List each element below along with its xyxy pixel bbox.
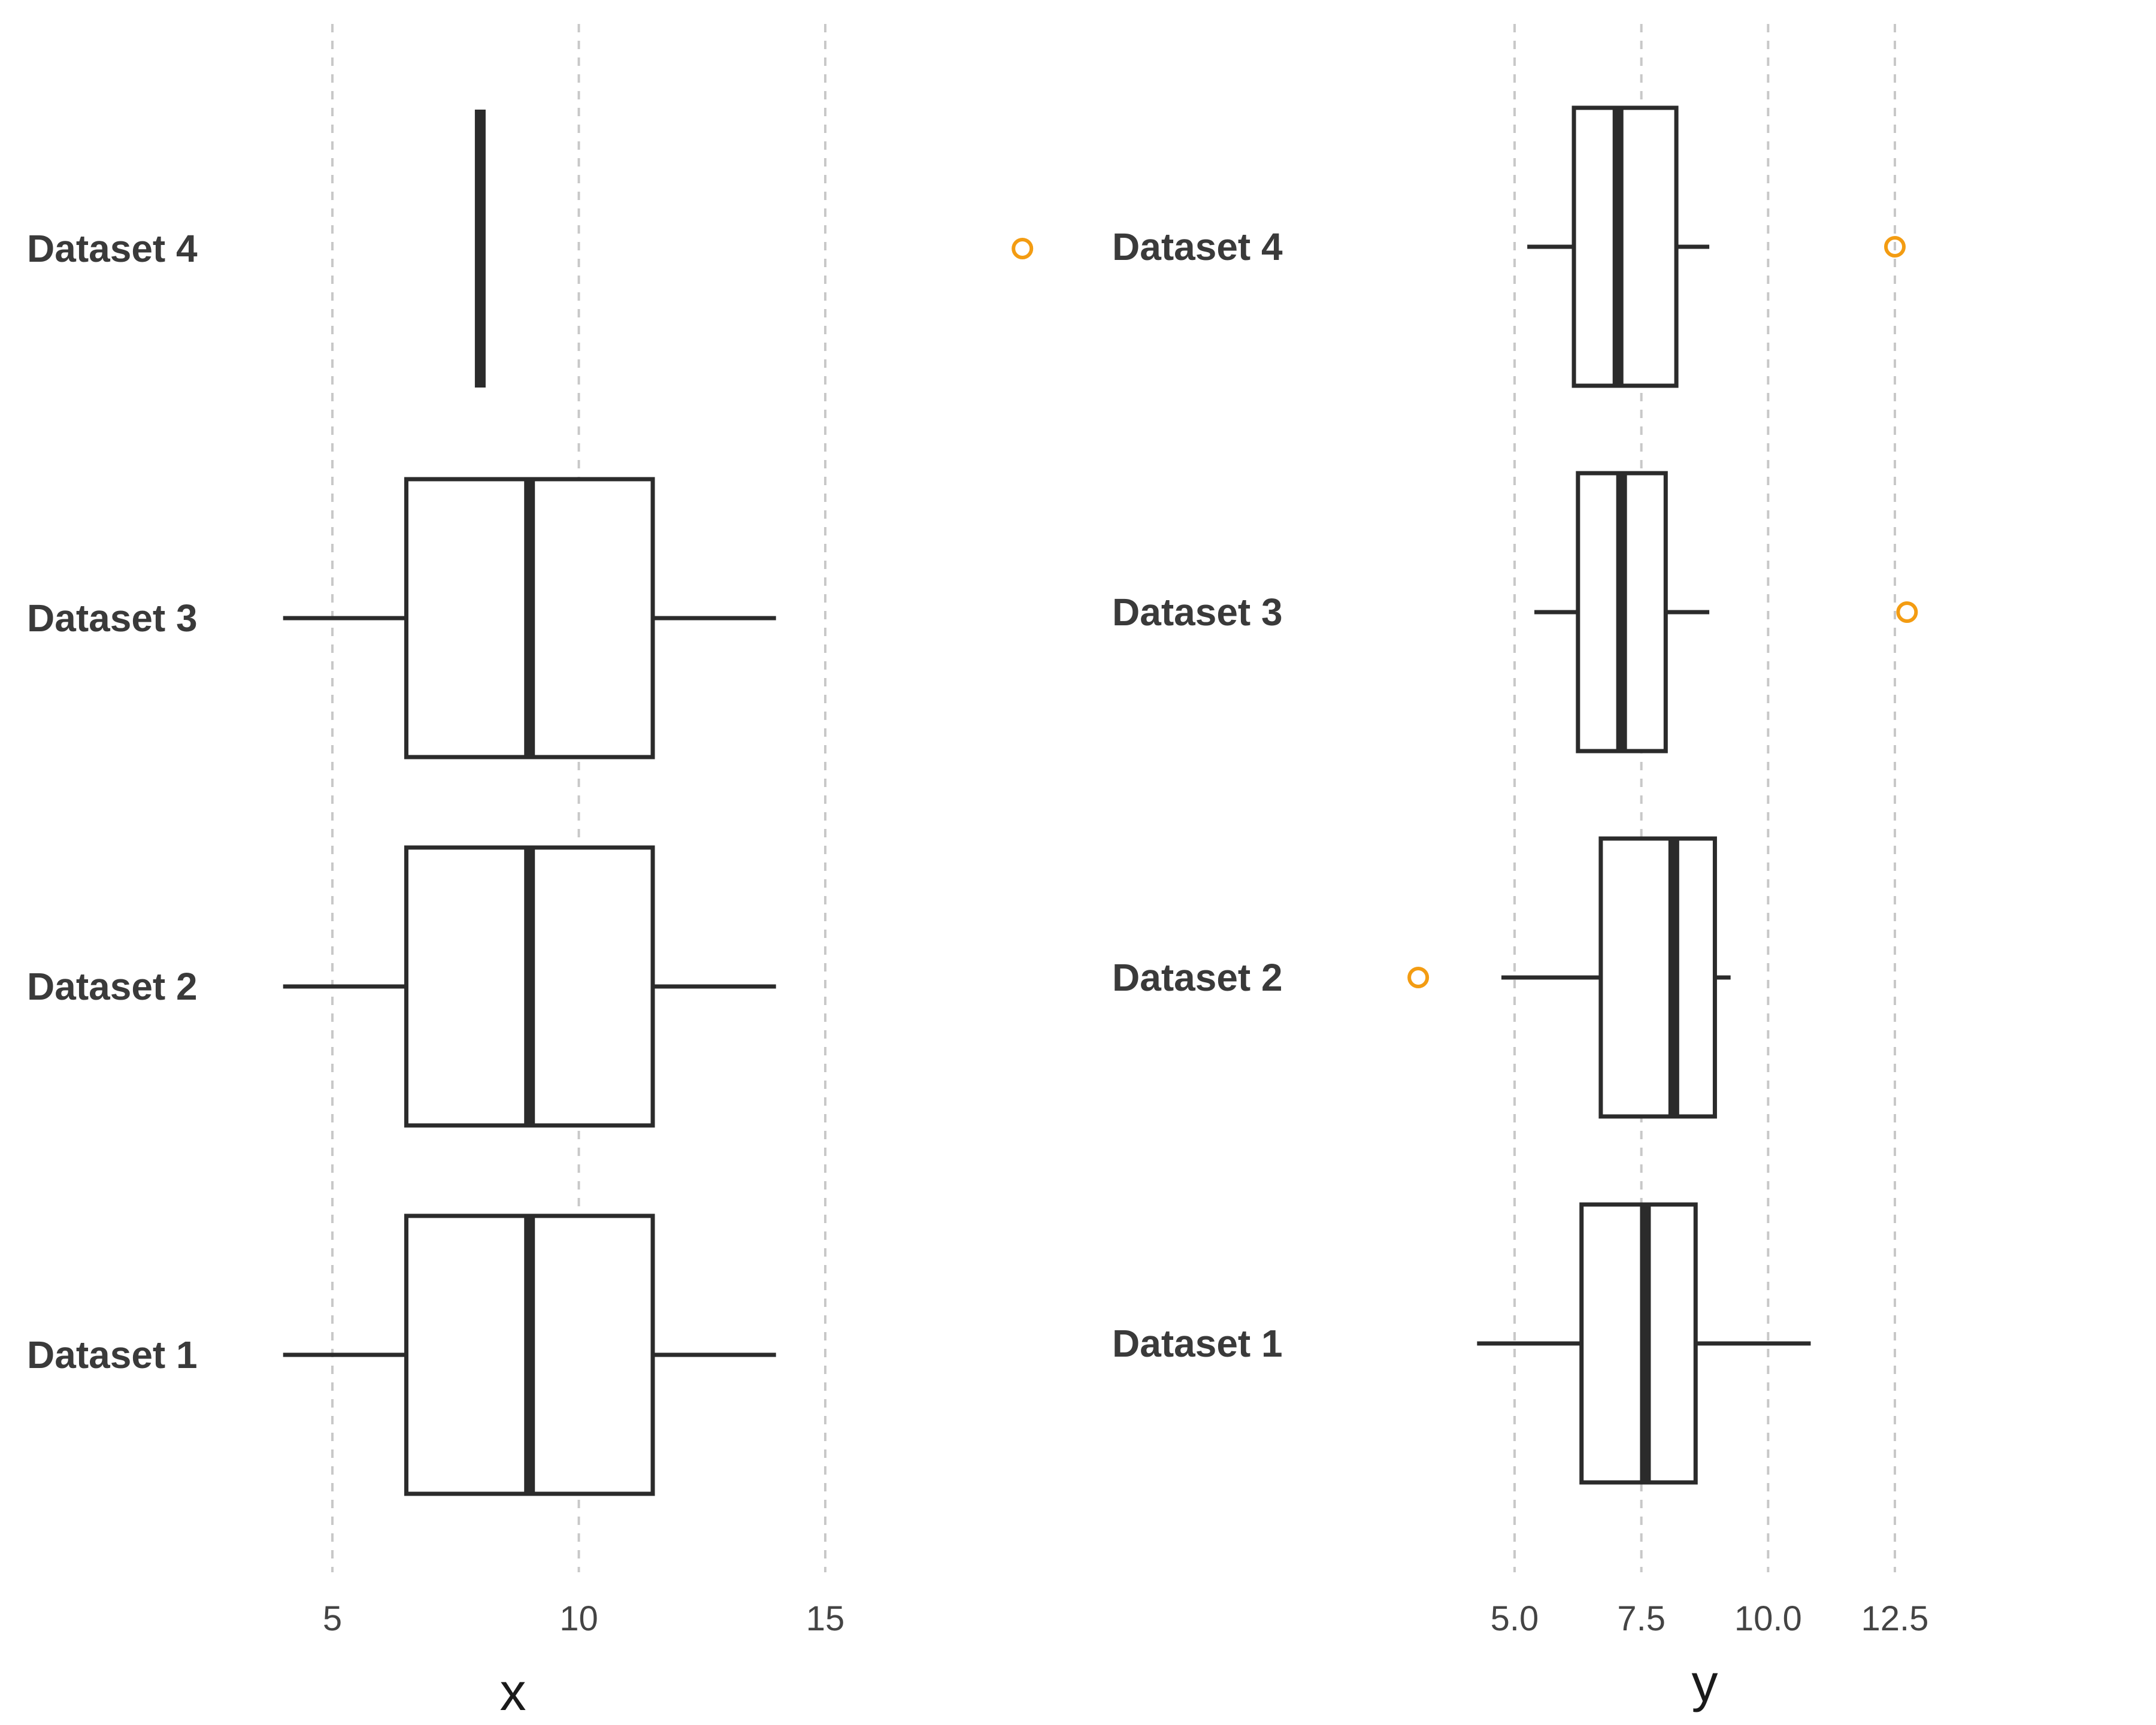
boxplot-dataset-2 [283,845,776,1128]
y-boxplot-panel: 5.0 7.5 10.0 12.5 y Dataset 1 Dataset 2 Dataset… [1112,24,1928,1712]
x-axis-title: x [500,1662,526,1721]
outlier-point [1012,238,1034,259]
x-tick-label: 7.5 [1617,1599,1666,1638]
x-tick-label: 5 [323,1599,342,1638]
category-label: Dataset 4 [27,227,198,270]
outlier-point [1884,236,1906,258]
x-axis-title: y [1692,1653,1718,1712]
boxplot-dataset-4 [1527,105,1906,388]
iqr-box [1598,836,1717,1119]
x-boxplot-panel: 5 10 15 x Dataset 1 Dataset 2 Dataset 3 Dataset… [27,24,1034,1721]
boxplot-dataset-4 [474,110,1034,388]
x-tick-label: 12.5 [1861,1599,1929,1638]
category-label: Dataset 2 [27,965,198,1008]
boxplot-dataset-1 [283,1213,776,1496]
iqr-box [1579,1202,1698,1485]
category-label: Dataset 2 [1112,956,1283,999]
x-tick-label: 10.0 [1734,1599,1802,1638]
boxplot-dataset-1 [1477,1202,1811,1485]
category-label: Dataset 3 [27,597,198,640]
x-tick-label: 5.0 [1491,1599,1539,1638]
boxplot-dataset-3 [283,477,776,759]
x-tick-label: 10 [559,1599,598,1638]
category-label: Dataset 4 [1112,225,1283,268]
category-label: Dataset 1 [27,1333,198,1376]
iqr-box [1571,105,1679,388]
boxplot-dataset-2 [1407,836,1731,1119]
outlier-point [1407,967,1430,988]
category-label: Dataset 3 [1112,591,1283,634]
boxplot-dataset-3 [1534,471,1918,753]
category-label: Dataset 1 [1112,1322,1283,1365]
x-tick-label: 15 [806,1599,845,1638]
outlier-point [1896,601,1918,623]
